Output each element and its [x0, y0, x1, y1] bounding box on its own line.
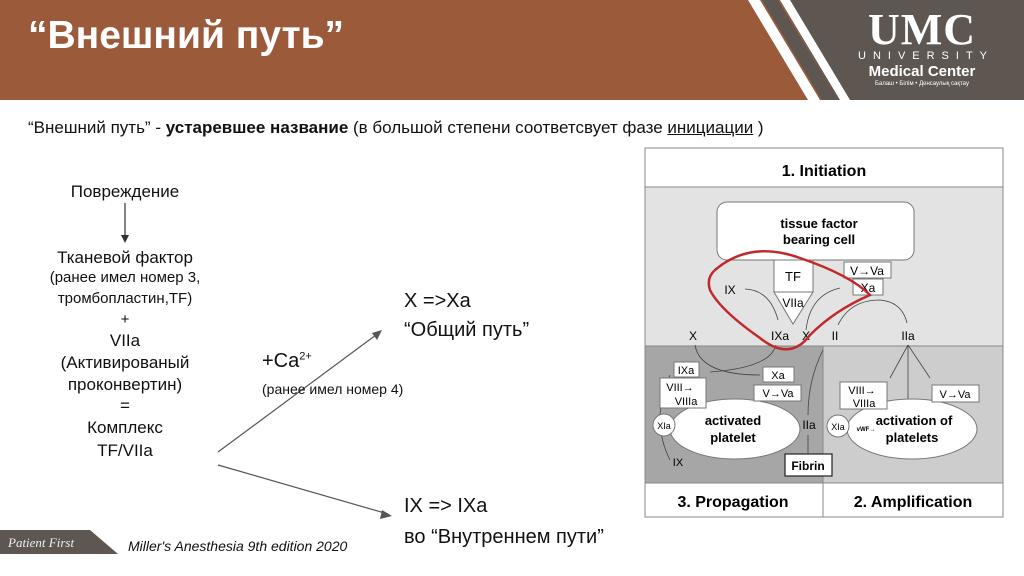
- tf-cell-label: tissue factor: [780, 216, 857, 231]
- activated-platelet-label: platelet: [710, 430, 756, 445]
- subtitle-text: “Внешний путь” -: [28, 118, 166, 137]
- subtitle-underlined: инициации: [667, 118, 754, 137]
- calcium-label: +Ca2+: [262, 350, 312, 373]
- logo-tagline: Балаш • Білім • Денсаулық сақтау: [875, 81, 969, 87]
- viia-label: VIIa: [782, 296, 804, 310]
- logo-umc: UMC: [867, 5, 977, 54]
- header-stripes: [748, 0, 1024, 100]
- xia-label: XIa: [831, 422, 845, 432]
- arrow-to-intrinsic-path: [217, 464, 389, 515]
- tf-cell-label: bearing cell: [783, 232, 855, 247]
- ribbon-text: Patient First: [7, 535, 74, 550]
- subtitle: “Внешний путь” - устаревшее название (в …: [28, 118, 764, 138]
- x-to-xa: X =>Xa: [404, 290, 471, 312]
- calcium-charge: 2+: [299, 350, 312, 363]
- subtitle-text: (в большой степени соответсвует фазе: [348, 118, 668, 137]
- v-va-box: V→Va: [940, 389, 972, 401]
- intrinsic-path-label: во “Внутреннем пути”: [404, 526, 604, 548]
- initiation-label: 1. Initiation: [782, 163, 866, 180]
- viii-label: VIII→: [666, 382, 694, 394]
- vwf-label: vWF→: [857, 427, 876, 433]
- subtitle-bold: устаревшее название: [165, 118, 349, 137]
- viii-label: VIII→: [848, 385, 876, 397]
- x-label: X: [802, 329, 810, 343]
- propagation-label: 3. Propagation: [677, 494, 788, 511]
- reference-citation: Miller's Anesthesia 9th edition 2020: [128, 538, 348, 554]
- logo-medical-center: Medical Center: [868, 63, 976, 80]
- xa-box: Xa: [771, 370, 785, 382]
- ix-label: IX: [724, 283, 735, 297]
- viiia-label: VIIIa: [853, 398, 877, 410]
- subtitle-text: ): [753, 118, 764, 137]
- proconvertin-label: проконвертин): [67, 375, 183, 394]
- arrow-to-common-path: [217, 331, 381, 453]
- calcium-note: (ранее имел номер 4): [262, 381, 404, 397]
- damage-label: Повреждение: [70, 182, 180, 201]
- calcium-text: +Ca: [262, 350, 300, 372]
- highlight-outline: [707, 250, 873, 351]
- v-va-label: V→Va: [850, 264, 884, 278]
- iia-label: IIa: [901, 329, 915, 343]
- pathway-arrows: [217, 330, 392, 519]
- viia-label: VIIa: [109, 331, 141, 350]
- slide-title: “Внешний путь”: [28, 14, 345, 57]
- ix-label: IX: [673, 457, 684, 469]
- amplification-label: 2. Amplification: [854, 494, 973, 511]
- activation-label: platelets: [886, 430, 939, 445]
- coagulation-diagram: 1. Initiation tissue factor bearing cell…: [644, 147, 1004, 518]
- ii-label: II: [832, 329, 839, 343]
- equals-sign: =: [120, 396, 130, 415]
- ix-to-ixa: IX => IXa: [404, 495, 488, 517]
- ixa-label: IXa: [771, 329, 789, 343]
- xia-label: XIa: [657, 421, 671, 431]
- note-line: (ранее имел номер 3,: [49, 269, 201, 286]
- iia-label: IIa: [802, 418, 816, 432]
- arrow-down-icon: [121, 203, 129, 243]
- ixa-box: IXa: [678, 365, 695, 377]
- note-line: тромбопластин,TF): [57, 290, 193, 307]
- patient-first-ribbon: Patient First: [0, 530, 118, 554]
- slide-header: “Внешний путь” UMC UNIVERSITY Medical Ce…: [0, 0, 1024, 100]
- plus-sign: +: [120, 311, 130, 328]
- x-label: X: [689, 329, 697, 343]
- v-va-box: V→Va: [763, 388, 795, 400]
- activation-label: activation of: [876, 413, 953, 428]
- common-path-label: “Общий путь”: [404, 319, 530, 341]
- complex-label: Комплекс: [87, 418, 163, 437]
- fibrin-label: Fibrin: [791, 459, 824, 473]
- tissue-factor-label: Тканевой фактор: [57, 248, 193, 267]
- viiia-label: VIIIa: [675, 396, 699, 408]
- complex-name: TF/VIIa: [97, 441, 153, 460]
- activated-label: (Активированый: [60, 353, 190, 372]
- logo-university: UNIVERSITY: [858, 50, 995, 62]
- tf-label: TF: [785, 269, 801, 284]
- activated-platelet-label: activated: [705, 413, 761, 428]
